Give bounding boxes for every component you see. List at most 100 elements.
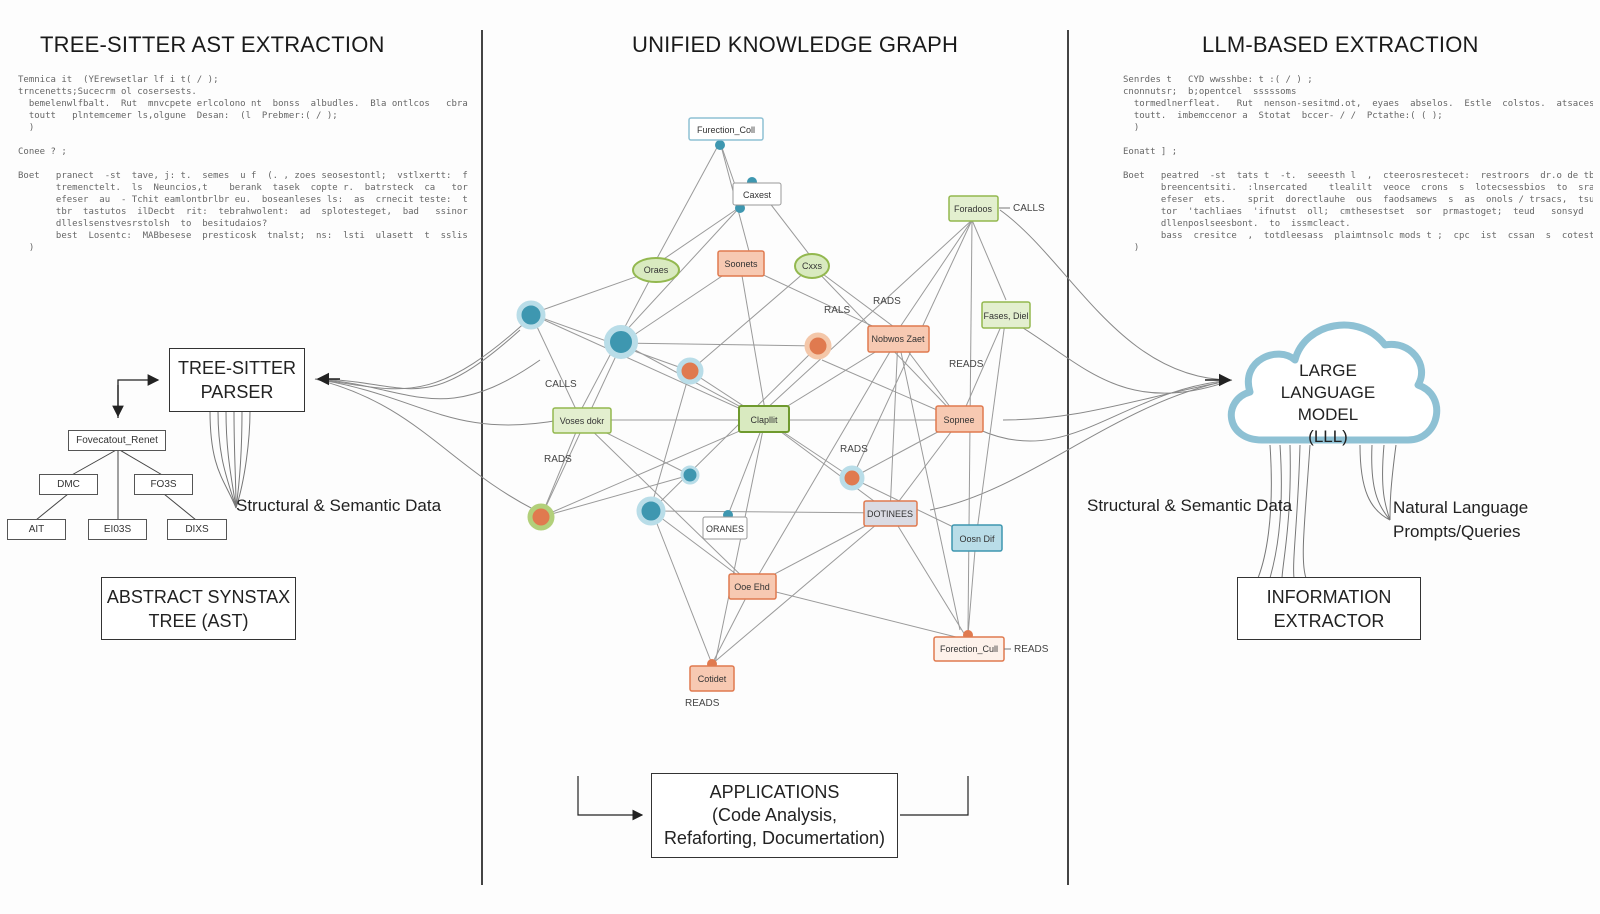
- node-cxxs-label: Cxxs: [802, 261, 822, 271]
- ast-node-dmc: DMC: [39, 474, 98, 495]
- left-code-line: ): [18, 243, 35, 253]
- node-soonets-label: Soonets: [724, 259, 758, 269]
- node-soonets: [717, 250, 765, 277]
- right-code-line: Boet peatred -st tats t -t. seeesth l , …: [1123, 171, 1593, 181]
- node-oranes: [702, 516, 748, 540]
- node-sopnee-label: Sopnee: [943, 415, 974, 425]
- left-code-line: dlleslsenstvesrstolsh to besitudaios?: [18, 219, 268, 229]
- right-code-line: efeser ets. sprit dorectlauhe ous faodsa…: [1160, 195, 1593, 205]
- left-data-label: Structural & Semantic Data: [236, 496, 442, 515]
- left-code-line: bemelenwlfbalt. Rut mnvcpete erlcolono n…: [28, 99, 468, 109]
- right-code-line: breencentsiti. :lnsercated tlealilt veoc…: [1160, 183, 1593, 193]
- title-left: TREE-SITTER AST EXTRACTION: [40, 32, 385, 57]
- left-code-line: tbr tastutos ilDecbt rit: tebrahwolent: …: [55, 207, 468, 217]
- graph-circle-green-orange: [527, 503, 555, 531]
- ast-node-dixs: DIXS: [167, 519, 227, 540]
- node-ooe-ehd: [728, 573, 777, 600]
- information-extractor-box: INFORMATION EXTRACTOR: [1237, 577, 1421, 640]
- node-sopnee: [935, 405, 984, 433]
- right-code-line: bass cresitce , totdleesass plaimtnsolc …: [1123, 231, 1593, 241]
- left-code-line: toutt plntemcemer ls,olgune Desan: (l Pr…: [18, 111, 338, 121]
- node-cotidet: [689, 665, 735, 692]
- left-divider: [481, 30, 483, 885]
- node-oosn-dif: [951, 524, 1003, 552]
- graph-circle-teal-2: [604, 325, 638, 359]
- left-code-line: Temnica it (YErewsetlar lf i t( / );: [18, 75, 219, 85]
- graph-circle-teal-3: [680, 465, 700, 485]
- node-nobwos-zaet-label: Nobwos Zaet: [871, 334, 925, 344]
- left-code-line: Conee ? ;: [18, 147, 67, 157]
- left-code-line: trncenetts;Sucecrm ol cosersests.: [18, 87, 197, 97]
- ast-tree-lines: [35, 448, 197, 521]
- node-fases-diel-label: Fases, Diel: [983, 311, 1028, 321]
- title-right: LLM-BASED EXTRACTION: [1202, 32, 1479, 57]
- node-caxest: [732, 182, 782, 206]
- node-oosn-dif-label: Oosn Dif: [959, 534, 995, 544]
- right-divider: [1067, 30, 1069, 885]
- edge-label-calls-top: CALLS: [1013, 203, 1045, 214]
- node-dotinees-label: DOTINEES: [867, 509, 913, 519]
- edge-label-reads-mid: READS: [949, 359, 984, 370]
- edge-label-rads-left: RADS: [544, 454, 572, 465]
- ast-node-ei03s: EI03S: [88, 519, 147, 540]
- node-cotidet-label: Cotidet: [698, 674, 727, 684]
- ast-node-ait: AIT: [7, 519, 66, 540]
- left-code-line: efeser au - Tchit eamlontbrlbr eu. bosea…: [55, 195, 468, 205]
- edge-label-rads-top: RADS: [873, 296, 901, 307]
- llm-cloud-shape: [1227, 321, 1441, 444]
- edge-label-reads-bottom: READS: [685, 698, 720, 709]
- right-code-line: ): [1123, 123, 1140, 133]
- apps-right-elbow: [900, 776, 969, 816]
- left-code-line: ): [18, 123, 35, 133]
- left-code-block: Temnica it (YErewsetlar lf i t( / ); trnc…: [18, 74, 468, 254]
- title-center: UNIFIED KNOWLEDGE GRAPH: [632, 32, 959, 57]
- llm-cloud-text: LARGE LANGUAGE MODEL (LLL): [1280, 361, 1376, 446]
- left-flow-lines: [314, 317, 561, 516]
- right-code-line: ): [1123, 243, 1140, 253]
- edge-label-reads-right: READS: [1014, 644, 1049, 655]
- node-cxxs: [794, 253, 830, 279]
- natural-language-label: Natural Language Prompts/Queries: [1393, 498, 1529, 541]
- right-data-label: Structural & Semantic Data: [1087, 496, 1293, 515]
- ast-box: ABSTRACT SYNSTAX TREE (AST): [101, 577, 296, 640]
- graph-circle-teal-1: [516, 300, 546, 330]
- graph-circle-orange-1: [676, 357, 704, 385]
- right-code-line: dllenposlseesbont. to issmcleact.: [1123, 219, 1351, 229]
- node-oraes: [632, 257, 680, 283]
- right-code-line: tor 'tachliaes 'ifnutst oll; cmthesestse…: [1160, 207, 1584, 217]
- node-fases-diel: [981, 301, 1031, 329]
- applications-box: APPLICATIONS (Code Analysis, Refaforting…: [651, 773, 898, 858]
- ast-elbow-line: [117, 374, 160, 418]
- node-clapllit: [738, 405, 790, 433]
- edge-label-calls-left: CALLS: [545, 379, 577, 390]
- node-voses-dokr-label: Voses dokr: [560, 416, 605, 426]
- left-code-line: Boet pranect -st tave, j: t. semes u f (…: [18, 171, 468, 181]
- node-oraes-label: Oraes: [644, 265, 669, 275]
- graph-circle-nodes: [516, 300, 865, 531]
- left-code-line: tremenctelt. ls Neuncios,t berank tasek …: [55, 183, 468, 193]
- graph-edge-labels: CALLS RADS RALS READS CALLS RADS RADS RE…: [544, 203, 1049, 709]
- right-code-line: tormedlnerfleat. Rut nenson-sesitmd.ot, …: [1133, 99, 1593, 109]
- node-nobwos-zaet: [867, 325, 930, 353]
- graph-circle-orange-2: [804, 332, 832, 360]
- node-oranes-label: ORANES: [706, 524, 744, 534]
- right-code-line: Senrdes t CYD wwsshbe: t :( / ) ;: [1123, 75, 1313, 85]
- node-ooe-ehd-label: Ooe Ehd: [734, 582, 770, 592]
- right-code-line: Eonatt ] ;: [1123, 147, 1178, 157]
- edge-label-rals: RALS: [824, 305, 850, 316]
- node-forection-cull-label: Forection_Cull: [940, 644, 998, 654]
- node-clapllit-label: Clapllit: [750, 415, 778, 425]
- parser-hanging-lines: [209, 410, 251, 509]
- ast-root-node: Fovecatout_Renet: [68, 430, 166, 451]
- graph-circle-orange-3: [839, 465, 865, 491]
- node-foradoos-label: Foradoos: [954, 204, 993, 214]
- graph-box-nodes: Furection_Coll Caxest Foradoos Oraes Soo…: [552, 117, 1031, 692]
- node-voses-dokr: [552, 407, 612, 434]
- left-code-line: best Losentc: MABbesese presticosk tnals…: [18, 231, 468, 241]
- ast-node-fo3s: FO3S: [134, 474, 193, 495]
- cloud-hanging-lines: [1257, 444, 1397, 579]
- graph-circle-teal-4: [636, 496, 666, 526]
- node-caxest-label: Caxest: [743, 190, 772, 200]
- right-code-line: toutt. imbemccenor a Stotat bccer- / / P…: [1123, 111, 1443, 121]
